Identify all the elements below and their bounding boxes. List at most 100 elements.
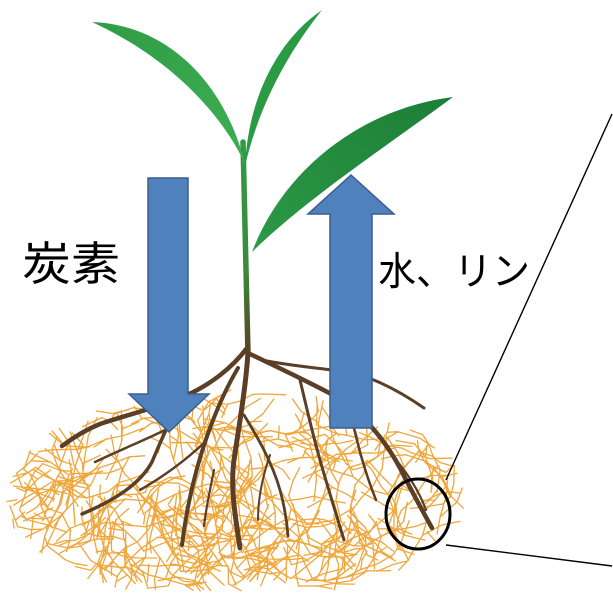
hypha (110, 550, 158, 559)
hypha (195, 526, 223, 567)
hypha (266, 568, 287, 584)
root (230, 349, 251, 551)
hypha (111, 521, 145, 552)
hypha (249, 456, 304, 470)
hypha (62, 468, 97, 493)
hypha (202, 405, 209, 481)
hypha (82, 416, 103, 428)
hypha (146, 540, 172, 575)
hypha (138, 422, 152, 433)
hypha (385, 435, 406, 469)
hypha (170, 573, 194, 583)
hypha (168, 429, 183, 480)
hypha (291, 433, 326, 443)
hypha (335, 439, 354, 445)
hypha (18, 509, 29, 522)
hypha (23, 482, 49, 508)
hypha (70, 470, 104, 489)
hypha (245, 568, 281, 575)
hypha (380, 485, 402, 551)
hypha (191, 541, 199, 551)
hypha (261, 398, 275, 415)
hypha (159, 521, 182, 572)
hypha (332, 439, 360, 472)
hypha (144, 486, 198, 514)
hypha (174, 499, 188, 522)
hypha (110, 434, 141, 490)
hypha (46, 540, 91, 549)
hypha (105, 409, 123, 481)
hypha (184, 551, 211, 574)
hypha (270, 553, 278, 567)
hypha (284, 433, 294, 452)
hypha (148, 436, 172, 450)
hypha (366, 428, 369, 446)
root (202, 468, 216, 528)
hypha (230, 513, 277, 529)
hypha (192, 533, 222, 587)
hypha (64, 427, 144, 448)
plant-stem (240, 139, 251, 357)
hypha (237, 425, 332, 436)
hypha (115, 574, 128, 583)
hypha (203, 442, 250, 475)
hypha (147, 585, 169, 589)
hypha (417, 450, 455, 468)
hypha (249, 566, 271, 570)
carbon-label: 炭素 (22, 237, 120, 291)
hypha (346, 518, 358, 536)
hypha (213, 480, 233, 484)
hypha (42, 480, 62, 522)
hypha (55, 507, 104, 542)
root (298, 378, 346, 542)
hypha (359, 542, 397, 562)
hypha (199, 450, 205, 504)
hypha (226, 497, 233, 525)
hypha (278, 443, 296, 449)
hypha (269, 509, 320, 570)
hypha (23, 468, 39, 480)
hypha (173, 506, 204, 522)
hypha (314, 433, 338, 459)
hypha (131, 483, 177, 532)
hypha (315, 395, 319, 412)
hypha (374, 541, 393, 559)
hypha (15, 511, 26, 521)
hypha (138, 564, 182, 567)
hypha (418, 491, 461, 505)
hypha (175, 484, 182, 536)
hypha (306, 532, 310, 546)
hypha (386, 431, 435, 449)
hypha (108, 527, 126, 532)
hypha (244, 551, 251, 569)
hypha (317, 572, 365, 587)
hypha (345, 553, 395, 578)
hypha (81, 454, 102, 465)
hypha (13, 479, 55, 506)
hypha (204, 563, 225, 586)
hypha (53, 444, 62, 462)
hypha (287, 456, 329, 464)
hypha (241, 412, 293, 449)
hypha (96, 504, 102, 540)
hypha (241, 559, 265, 579)
hypha (320, 557, 325, 571)
hypha (175, 553, 221, 572)
hypha (180, 559, 197, 565)
hypha (424, 462, 447, 474)
hypha (114, 575, 119, 588)
hypha (290, 540, 332, 580)
hypha (90, 517, 109, 571)
hypha (102, 548, 112, 558)
hypha (136, 493, 145, 516)
hypha (116, 561, 128, 577)
water-phosphorus-up-arrow (306, 173, 396, 429)
hypha (349, 467, 384, 514)
hypha (38, 483, 59, 495)
hypha (51, 436, 58, 451)
hypha (184, 584, 194, 591)
hypha (57, 479, 73, 486)
hypha (191, 464, 230, 500)
hypha (28, 451, 69, 476)
hypha (221, 545, 280, 559)
